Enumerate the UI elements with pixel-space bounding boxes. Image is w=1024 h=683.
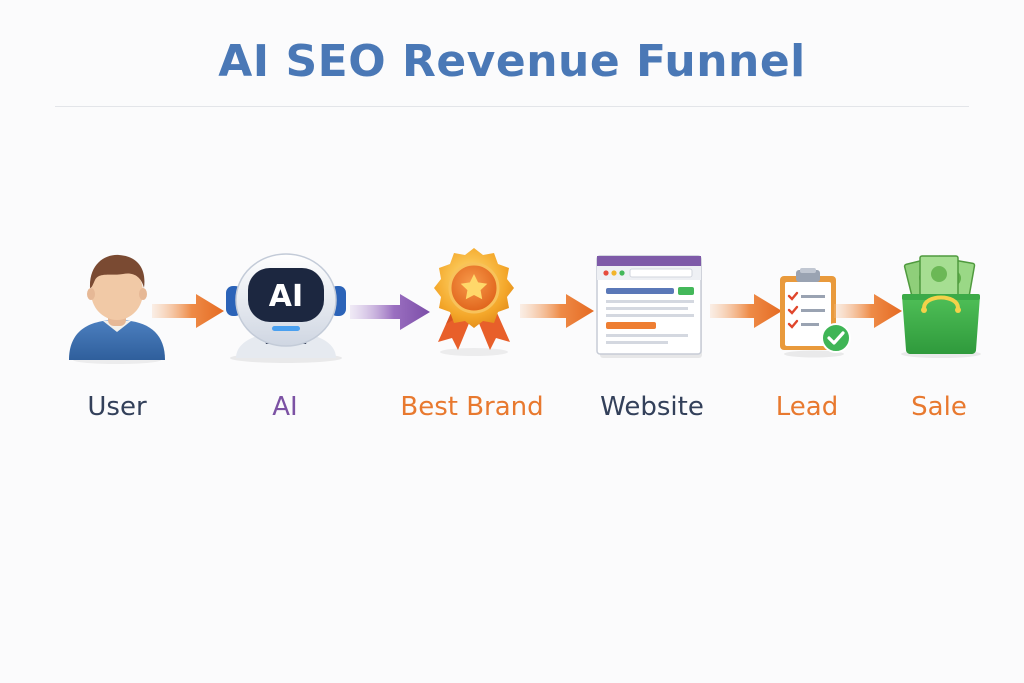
- step-label-sale: Sale: [911, 392, 967, 422]
- step-label-lead: Lead: [775, 392, 839, 422]
- flow-arrow-4: [710, 294, 782, 328]
- robot-visor-text: AI: [269, 279, 303, 314]
- user-icon: [69, 254, 165, 364]
- page-title: AI SEO Revenue Funnel: [218, 36, 806, 87]
- flow-arrow-3: [520, 294, 594, 328]
- step-label-ai: AI: [272, 392, 298, 422]
- title-divider: [55, 106, 969, 107]
- robot-icon: AI: [226, 253, 346, 363]
- flow-arrow-5: [834, 294, 902, 328]
- browser-window-icon: [596, 255, 702, 358]
- step-label-best-brand: Best Brand: [400, 392, 544, 422]
- step-label-user: User: [87, 392, 147, 422]
- flow-arrow-2: [350, 294, 430, 330]
- step-label-website: Website: [600, 392, 704, 422]
- award-badge-icon: [434, 248, 514, 356]
- clipboard-check-icon: [780, 268, 851, 358]
- money-bag-icon: [901, 255, 981, 358]
- flow-arrow-1: [152, 294, 224, 328]
